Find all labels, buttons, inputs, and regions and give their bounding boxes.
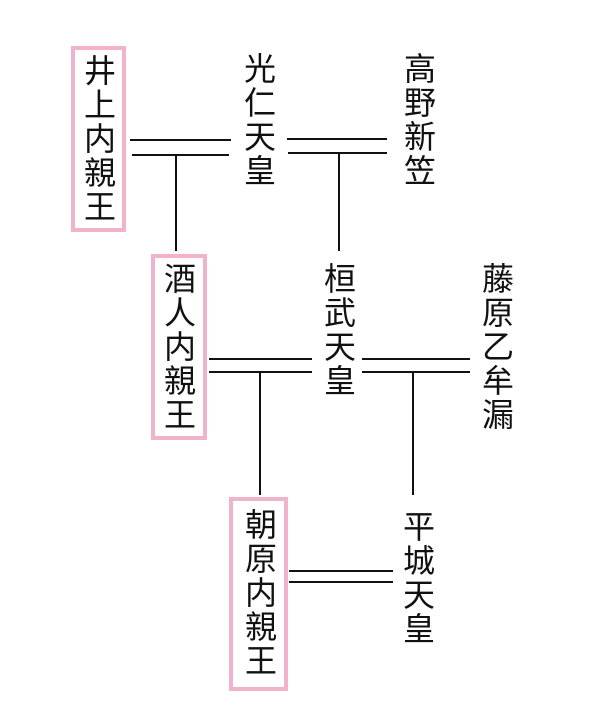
person-fujiwara-otomuro: 藤原乙牟漏 (477, 262, 515, 432)
highlight-box-sakahito (151, 254, 207, 440)
person-konin-tenno: 光仁天皇 (239, 52, 277, 188)
marriage-line-asahara-heizei-lower (289, 581, 393, 583)
marriage-line-asahara-heizei-upper (289, 570, 393, 572)
person-sakahito-naishinno: 酒人内親王 (159, 262, 197, 432)
descent-line-asahara (259, 372, 261, 495)
marriage-line-konin-takano-lower (288, 152, 387, 154)
marriage-line-inoue-konin-upper (130, 139, 231, 141)
person-asahara-naishinno: 朝原内親王 (240, 508, 278, 678)
marriage-line-kanmu-otomuro-lower (362, 371, 470, 373)
highlight-box-asahara (229, 497, 288, 691)
highlight-box-inoue (71, 46, 126, 232)
person-heizei-tenno: 平城天皇 (398, 510, 436, 646)
marriage-line-sakahito-kanmu-upper (209, 358, 312, 360)
marriage-line-konin-takano-upper (287, 138, 387, 140)
descent-line-heizei (412, 372, 414, 495)
descent-line-kanmu (338, 153, 340, 251)
person-kanmu-tenno: 桓武天皇 (319, 262, 357, 398)
marriage-line-kanmu-otomuro-upper (362, 358, 470, 360)
marriage-line-inoue-konin-lower (132, 154, 229, 156)
descent-line-sakahito (175, 155, 177, 251)
person-takano-niigasa: 高野新笠 (399, 52, 437, 188)
person-inoue-naishinno: 井上内親王 (79, 54, 117, 224)
